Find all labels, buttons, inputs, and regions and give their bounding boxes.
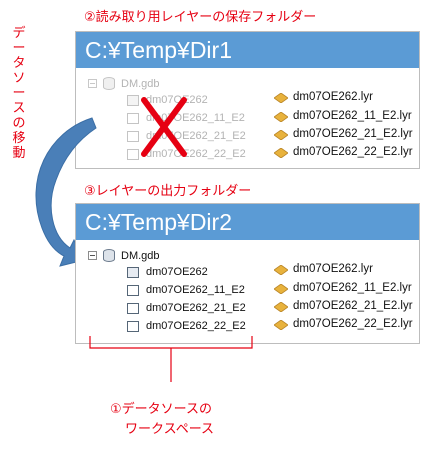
layer-file-icon xyxy=(274,130,288,140)
line-feature-icon xyxy=(127,149,139,160)
layer-file-label: dm07OE262_22_E2.lyr xyxy=(293,318,413,330)
workspace-caption-line2: ワークスペース xyxy=(125,422,215,437)
caption-char: デ xyxy=(12,26,26,41)
layer-file-icon xyxy=(274,112,288,122)
gdb-label: DM.gdb xyxy=(121,250,160,262)
line-feature-icon xyxy=(127,131,139,142)
layer-file-label: dm07OE262_22_E2.lyr xyxy=(293,146,413,158)
dir2-panel: C:¥Temp¥Dir2 DM.gdb dm07OE262 dm07OE262_… xyxy=(75,203,420,344)
database-icon xyxy=(103,249,115,262)
raster-icon xyxy=(127,95,139,106)
database-icon xyxy=(103,77,115,90)
layer-file-label: dm07OE262_11_E2.lyr xyxy=(293,110,412,122)
caption-char: 移 xyxy=(12,131,26,146)
dir1-panel: C:¥Temp¥Dir1 DM.gdb dm07OE262 dm07OE262_… xyxy=(75,31,420,169)
dir1-path-title: C:¥Temp¥Dir1 xyxy=(76,32,419,68)
removed-cross-icon xyxy=(141,97,187,157)
raster-icon xyxy=(127,267,139,278)
caption-char: の xyxy=(12,116,26,131)
layer-file-icon xyxy=(274,284,288,294)
output-folder-caption: ③レイヤーの出力フォルダー xyxy=(84,184,252,199)
save-folder-caption: ②読み取り用レイヤーの保存フォルダー xyxy=(84,10,317,25)
feature-class-label: dm07OE262_21_E2 xyxy=(146,302,246,314)
layer-file-icon xyxy=(274,265,288,275)
collapse-toggle-icon xyxy=(88,79,97,88)
layer-file-icon xyxy=(274,320,288,330)
move-arrow xyxy=(35,117,97,267)
layer-file-label: dm07OE262.lyr xyxy=(293,263,373,275)
layer-file-label: dm07OE262_11_E2.lyr xyxy=(293,282,412,294)
caption-char: タ xyxy=(12,56,26,71)
collapse-toggle-icon xyxy=(88,251,97,260)
feature-class-label: dm07OE262_22_E2 xyxy=(146,148,246,160)
data-source-move-caption: デ ー タ ソ ー ス の 移 動 xyxy=(12,26,26,161)
feature-class-label: dm07OE262_11_E2 xyxy=(146,284,245,296)
layer-file-label: dm07OE262_21_E2.lyr xyxy=(293,128,413,140)
layer-file-label: dm07OE262.lyr xyxy=(293,91,373,103)
gdb-label: DM.gdb xyxy=(121,78,160,90)
workspace-bracket xyxy=(89,336,253,382)
line-feature-icon xyxy=(127,303,139,314)
line-feature-icon xyxy=(127,285,139,296)
caption-char: ソ xyxy=(12,71,26,86)
layer-file-icon xyxy=(274,148,288,158)
layer-file-label: dm07OE262_21_E2.lyr xyxy=(293,300,413,312)
line-feature-icon xyxy=(127,113,139,124)
caption-char: ス xyxy=(12,101,26,116)
caption-char: ー xyxy=(12,41,26,56)
line-feature-icon xyxy=(127,321,139,332)
layer-file-icon xyxy=(274,93,288,103)
feature-class-label: dm07OE262 xyxy=(146,266,208,278)
workspace-caption-line1: ①データソースの xyxy=(110,402,213,417)
feature-class-label: dm07OE262_22_E2 xyxy=(146,320,246,332)
caption-char: ー xyxy=(12,86,26,101)
layer-file-icon xyxy=(274,302,288,312)
caption-char: 動 xyxy=(12,146,26,161)
dir2-path-title: C:¥Temp¥Dir2 xyxy=(76,204,419,240)
feature-class-label: dm07OE262 xyxy=(146,94,208,106)
